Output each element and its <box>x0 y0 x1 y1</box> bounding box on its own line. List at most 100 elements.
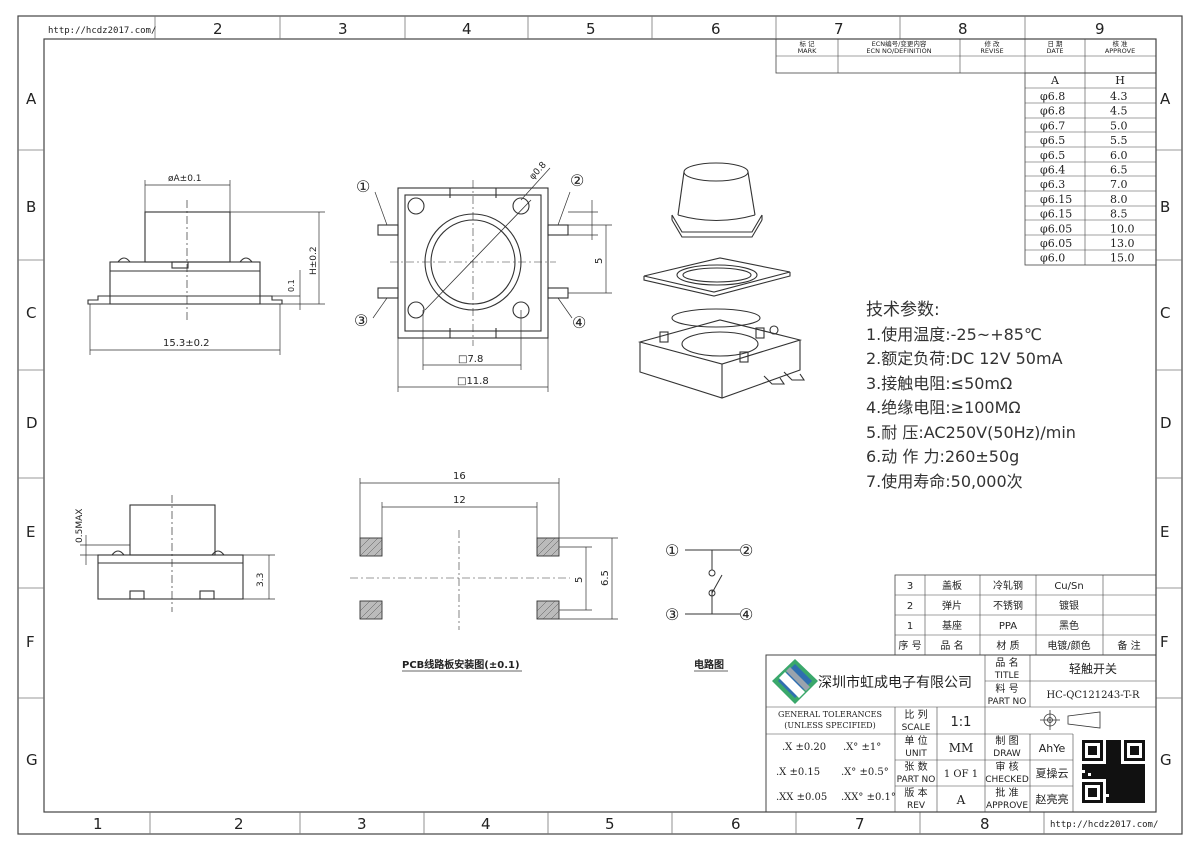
dim-side-offset: 0.1 <box>287 279 296 292</box>
qr-code-icon <box>1080 738 1148 806</box>
size-cell-h: 4.5 <box>1110 105 1128 118</box>
size-header: H <box>1115 74 1125 87</box>
row-labels-left: A B C D E F G <box>26 90 38 769</box>
circuit-pin-4: ④ <box>739 605 753 624</box>
part-value: HC-QC121243-T-R <box>1046 690 1140 701</box>
dim-pcb-outer: 16 <box>453 471 466 482</box>
side-dims <box>89 180 325 355</box>
rev-header-cn: 标 记 <box>799 39 815 48</box>
bom-cell: 3 <box>907 581 913 592</box>
company-name: 深圳市虹成电子有限公司 <box>818 674 972 691</box>
bom-cell: 盖板 <box>942 579 962 592</box>
rev-header-cn: 核 准 <box>1112 39 1128 48</box>
spec-item: 3.接触电阻:≤50mΩ <box>866 373 1013 393</box>
col-label: 1 <box>93 815 103 833</box>
rev-header-en: REVISE <box>980 47 1003 55</box>
col-label: 9 <box>1095 20 1105 38</box>
sheet-label-cn: 张 数 <box>904 760 927 773</box>
col-label: 4 <box>462 20 472 38</box>
rev-value: A <box>956 793 966 807</box>
bom-cell: 不锈钢 <box>993 599 1023 612</box>
bom-cell: PPA <box>999 621 1017 632</box>
bom-cell: 2 <box>907 601 913 612</box>
spec-item: 4.绝缘电阻:≥100MΩ <box>866 398 1021 417</box>
tolerance-angular: .X° ±0.5° <box>841 767 889 778</box>
col-label: 7 <box>834 20 844 38</box>
row-labels-right: A B C D E F G <box>1160 90 1172 769</box>
url-top: http://hcdz2017.com/ <box>48 26 156 36</box>
dim-pcb-pitch: 5 <box>574 577 585 583</box>
caption-pcb: PCB线路板安装图(±0.1) <box>402 658 520 671</box>
row-label: F <box>1160 633 1169 651</box>
circuit-pin-1: ① <box>665 541 679 560</box>
check-value: 夏操云 <box>1036 766 1069 780</box>
dim-front-height: 3.3 <box>256 573 266 587</box>
pcb-layout <box>350 478 618 630</box>
col-label: 8 <box>958 20 968 38</box>
size-cell-a: φ6.15 <box>1040 208 1072 221</box>
size-cell-h: 8.5 <box>1110 208 1128 221</box>
dim-front-max: 0.5MAX <box>75 509 85 543</box>
size-cell-a: φ6.05 <box>1040 237 1072 250</box>
scale-label-cn: 比 列 <box>904 708 927 721</box>
tolerance-linear: .X ±0.20 <box>782 742 826 753</box>
bom-cell: 电镀/颜色 <box>1047 639 1090 652</box>
size-cell-h: 5.5 <box>1110 134 1128 147</box>
circuit-diagram <box>685 549 740 615</box>
bom-cell: 序 号 <box>898 639 921 652</box>
size-cell-a: φ6.8 <box>1040 105 1065 118</box>
front-view <box>97 495 244 612</box>
row-label: B <box>1160 198 1170 216</box>
part-label-cn: 料 号 <box>995 682 1018 695</box>
top-centerlines <box>390 180 556 346</box>
col-label: 2 <box>234 815 244 833</box>
dim-top-outer: □11.8 <box>457 376 489 387</box>
draw-label-cn: 制 图 <box>995 734 1018 747</box>
approve-label-cn: 批 准 <box>995 786 1018 799</box>
title-label-cn: 品 名 <box>995 656 1018 669</box>
size-cell-h: 15.0 <box>1110 252 1135 265</box>
projection-symbol-icon <box>1040 710 1101 730</box>
scale-value: 1:1 <box>951 715 972 730</box>
size-cell-h: 7.0 <box>1110 178 1128 191</box>
tolerance-linear: .XX ±0.05 <box>776 792 827 803</box>
tolerance-angular: .XX° ±0.1° <box>841 792 896 803</box>
rev-header-en: ECN NO/DEFINITION <box>866 47 931 55</box>
outer-frame <box>17 15 1183 835</box>
bom-cell: 黑色 <box>1059 619 1079 632</box>
caption-circuit: 电路图 <box>694 658 724 671</box>
top-dims <box>372 167 612 392</box>
front-dims <box>80 535 275 600</box>
bom-cell: Cu/Sn <box>1054 581 1083 592</box>
scale-label-en: SCALE <box>902 723 931 733</box>
size-cell-a: φ6.5 <box>1040 149 1065 162</box>
specs-title: 技术参数: <box>866 300 940 320</box>
size-cell-h: 8.0 <box>1110 193 1128 206</box>
title-block: 深圳市虹成电子有限公司 品 名 TITLE 料 号 PART NO 轻触开关 H… <box>765 654 1157 813</box>
sheet-label-en: PART NO <box>897 775 936 785</box>
title-label-en: TITLE <box>994 671 1020 681</box>
top-pin-4: ④ <box>572 313 586 332</box>
spec-item: 2.额定负荷:DC 12V 50mA <box>866 349 1063 368</box>
company-logo <box>772 659 818 704</box>
spec-item: 5.耐 压:AC250V(50Hz)/min <box>866 422 1076 442</box>
dim-top-inner: □7.8 <box>458 354 483 365</box>
size-cell-h: 4.3 <box>1110 90 1128 103</box>
unit-label-cn: 单 位 <box>904 734 927 747</box>
bom-cell: 备 注 <box>1117 639 1140 652</box>
size-cell-a: φ6.7 <box>1040 119 1065 132</box>
top-pin-3: ③ <box>354 311 368 330</box>
col-label: 7 <box>855 815 865 833</box>
size-cell-a: φ6.5 <box>1040 134 1065 147</box>
row-label: E <box>1160 523 1169 541</box>
row-label: D <box>1160 414 1172 432</box>
draw-label-en: DRAW <box>993 749 1020 759</box>
size-header: A <box>1050 74 1060 87</box>
row-label: G <box>26 751 38 769</box>
tolerance-angular: .X° ±1° <box>843 742 881 753</box>
